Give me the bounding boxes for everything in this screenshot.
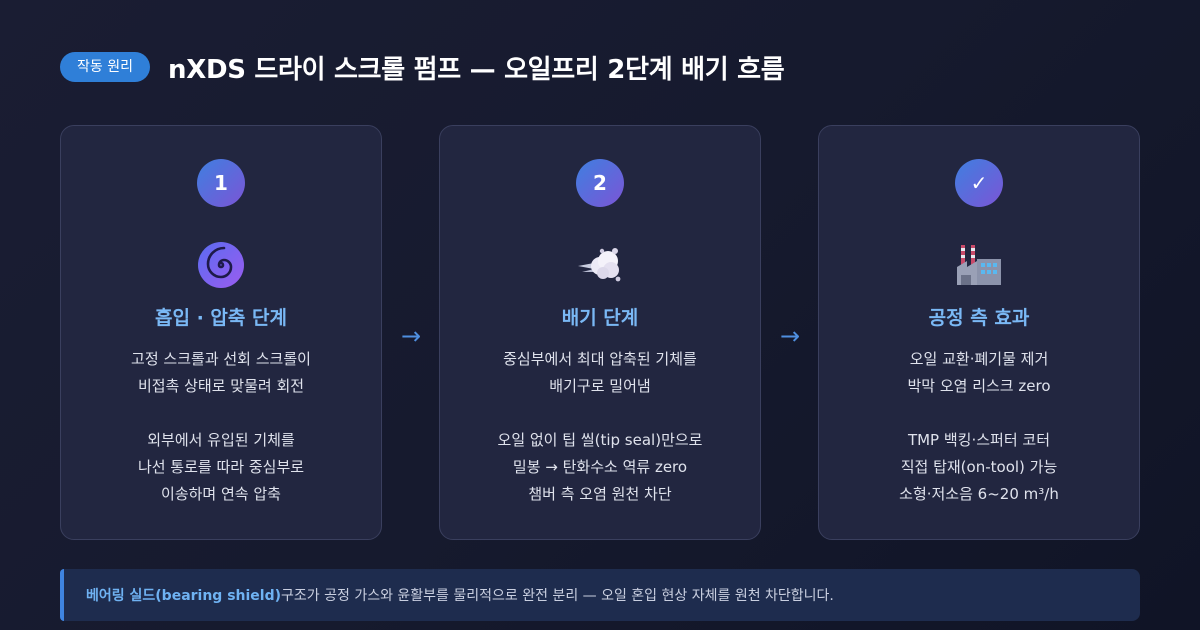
- card-process-effect: ✓ 공정 측 효과 오일 교환·폐기물 제거 박막 오염 리스크 zero TM…: [818, 125, 1140, 540]
- card-exhaust: 2 배기 단계 중심부에서 최대 압축된 기체를 배기구로 밀어냄 오일 없이 …: [439, 125, 761, 540]
- desc-line: TMP 백킹·스퍼터 코터: [907, 431, 1051, 449]
- card-description: 고정 스크롤과 선회 스크롤이 비접촉 상태로 맞물려 회전 외부에서 유입된 …: [131, 346, 311, 508]
- footer-text: 구조가 공정 가스와 윤활부를 물리적으로 완전 분리 — 오일 혼입 현상 자…: [281, 588, 834, 604]
- header: 작동 원리 nXDS 드라이 스크롤 펌프 — 오일프리 2단계 배기 흐름: [60, 50, 785, 85]
- desc-line: 박막 오염 리스크 zero: [907, 377, 1051, 395]
- desc-line: 배기구로 밀어냄: [549, 377, 651, 395]
- desc-line: 챔버 측 오염 원천 차단: [528, 485, 672, 503]
- desc-line: 밀봉 → 탄화수소 역류 zero: [512, 458, 688, 476]
- step-number: 1: [197, 159, 245, 207]
- desc-line: 외부에서 유입된 기체를: [147, 431, 295, 449]
- desc-line: 직접 탑재(on-tool) 가능: [900, 458, 1058, 476]
- desc-line: 소형·저소음 6~20 m³/h: [899, 485, 1059, 503]
- page-title: nXDS 드라이 스크롤 펌프 — 오일프리 2단계 배기 흐름: [167, 54, 785, 85]
- desc-gap: [899, 400, 1059, 427]
- section-badge: 작동 원리: [60, 52, 150, 82]
- desc-line: 오일 교환·폐기물 제거: [909, 350, 1049, 368]
- desc-line: 중심부에서 최대 압축된 기체를: [503, 350, 697, 368]
- card-title: 공정 측 효과: [928, 307, 1030, 329]
- footer-highlight: 베어링 실드(bearing shield): [86, 588, 282, 604]
- card-title: 흡입 · 압축 단계: [155, 307, 287, 329]
- card-intake-compression: 1 흡입 · 압축 단계 고정 스크롤과 선회 스크롤이 비접촉 상태로 맞물려…: [60, 125, 382, 540]
- footer-note: 베어링 실드(bearing shield) 구조가 공정 가스와 윤활부를 물…: [60, 569, 1140, 621]
- desc-line: 나선 통로를 따라 중심부로: [137, 458, 305, 476]
- desc-gap: [498, 400, 703, 427]
- exhaust-cloud-icon: [572, 237, 628, 293]
- step-number: 2: [576, 159, 624, 207]
- flow-arrow: →: [400, 322, 422, 350]
- desc-line: 오일 없이 팁 씰(tip seal)만으로: [497, 431, 703, 449]
- desc-line: 고정 스크롤과 선회 스크롤이: [131, 350, 311, 368]
- desc-gap: [131, 400, 311, 427]
- flow-arrow: →: [779, 322, 801, 350]
- card-title: 배기 단계: [561, 307, 639, 329]
- spiral-icon: [193, 237, 249, 293]
- desc-line: 이송하며 연속 압축: [161, 485, 281, 503]
- factory-icon: [951, 237, 1007, 293]
- step-check: ✓: [955, 159, 1003, 207]
- desc-line: 비접촉 상태로 맞물려 회전: [137, 377, 305, 395]
- card-description: 중심부에서 최대 압축된 기체를 배기구로 밀어냄 오일 없이 팁 씰(tip …: [498, 346, 703, 508]
- card-description: 오일 교환·폐기물 제거 박막 오염 리스크 zero TMP 백킹·스퍼터 코…: [899, 346, 1059, 508]
